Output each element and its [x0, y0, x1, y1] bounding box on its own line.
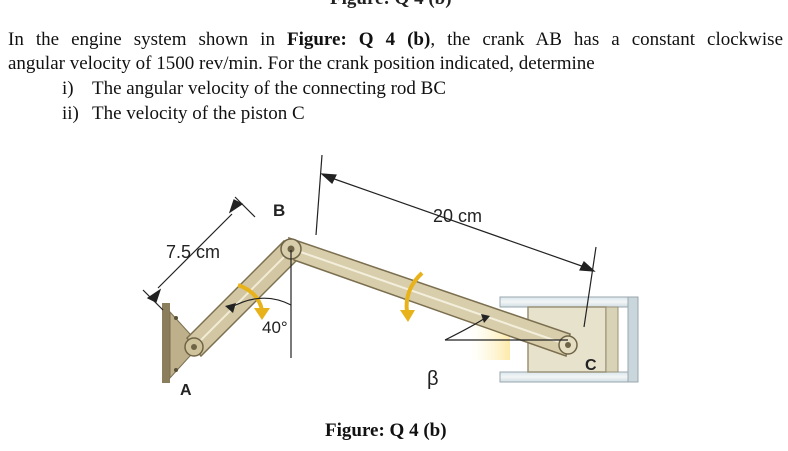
angle-beta-marker — [444, 314, 568, 341]
engine-mechanism-figure: B A C 7.5 cm 20 cm 40° β — [142, 154, 639, 399]
label-angle-40: 40° — [262, 318, 288, 337]
rod-rotation-arrow — [400, 271, 424, 322]
label-beta: β — [427, 368, 439, 390]
label-rod-length: 20 cm — [433, 206, 482, 226]
question-line-1: In the engine system shown in Figure: Q … — [8, 28, 783, 52]
label-B: B — [273, 201, 285, 220]
angle-40-marker — [225, 250, 292, 358]
cropped-title-fragment: Figure: Q 4 (b) — [0, 0, 788, 8]
label-A: A — [180, 382, 192, 399]
sub-question-2-number: ii) — [62, 103, 79, 124]
label-crank-length: 7.5 cm — [166, 242, 220, 262]
question-line-2: angular velocity of 1500 rev/min. For th… — [8, 53, 595, 74]
crank-rotation-arrow — [237, 283, 270, 320]
sub-question-2-text: The velocity of the piston C — [92, 103, 305, 124]
label-C: C — [585, 357, 597, 374]
sub-question-1-text: The angular velocity of the connecting r… — [92, 78, 447, 99]
figure-caption: Figure: Q 4 (b) — [325, 420, 447, 441]
question-intro: In the engine system shown in — [8, 29, 287, 50]
sub-question-2: ii) The velocity of the piston C — [62, 102, 305, 126]
pin-B-center — [287, 245, 295, 253]
question-line-1-rest: , the crank AB has a constant clockwise — [430, 29, 783, 50]
figure-reference: Figure: Q 4 (b) — [286, 29, 431, 50]
dimension-rod — [315, 154, 597, 328]
pin-C-center — [565, 342, 571, 348]
cropped-title-text: Figure: Q 4 (b) — [330, 0, 452, 8]
pin-A-center — [191, 344, 197, 350]
dimension-crank — [142, 196, 256, 311]
sub-question-1: i) The angular velocity of the connecting… — [62, 77, 446, 101]
sub-question-1-number: i) — [62, 78, 74, 99]
cylinder — [470, 296, 639, 383]
